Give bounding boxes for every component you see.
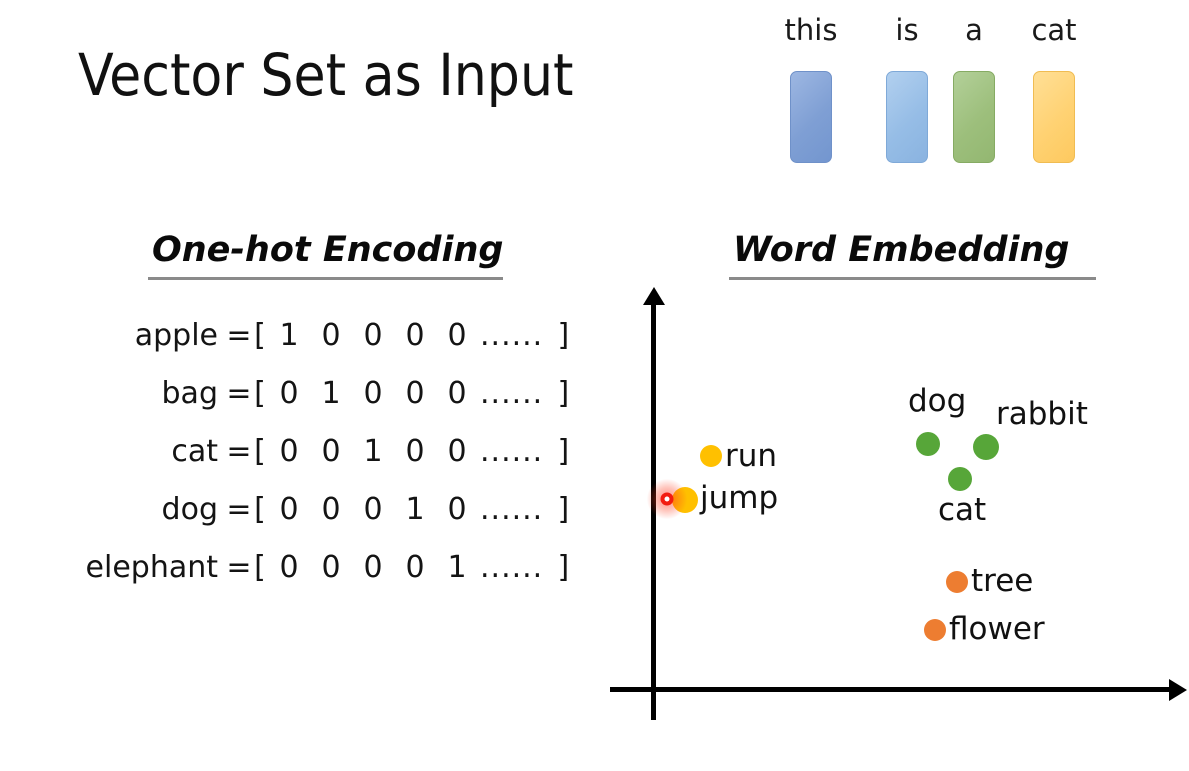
one-hot-digit: 0 (321, 318, 341, 353)
token-this: this (772, 16, 850, 163)
section-heading-word-embedding-text: Word Embedding (733, 230, 1070, 270)
token-bar-this (790, 71, 832, 163)
one-hot-digit: 0 (447, 434, 467, 469)
one-hot-digit: 0 (363, 492, 383, 527)
one-hot-word-label: elephant (85, 550, 218, 585)
ellipsis: ...... (480, 376, 544, 411)
one-hot-digit: 1 (447, 550, 467, 585)
ellipsis: ...... (480, 550, 544, 585)
scatter-label-cat: cat (938, 492, 987, 528)
one-hot-digit: 1 (405, 492, 425, 527)
token-bar-a (953, 71, 995, 163)
one-hot-digit: 0 (405, 550, 425, 585)
one-hot-word-label: apple (134, 318, 218, 353)
one-hot-digit: 0 (405, 434, 425, 469)
bracket-open: [ (254, 492, 266, 527)
one-hot-digit: 0 (405, 318, 425, 353)
one-hot-digit: 1 (321, 376, 341, 411)
scatter-label-jump: jump (700, 480, 779, 516)
equals-sign: = (226, 376, 252, 411)
section-heading-word-embedding-underline (729, 277, 1096, 280)
one-hot-digit: 0 (279, 434, 299, 469)
bracket-open: [ (254, 376, 266, 411)
one-hot-digit: 0 (321, 550, 341, 585)
scatter-label-dog: dog (908, 383, 967, 419)
y-axis-arrow-icon (643, 287, 665, 305)
ellipsis: ...... (480, 434, 544, 469)
scatter-label-tree: tree (971, 563, 1034, 599)
bracket-close: ] (557, 318, 570, 353)
bracket-open: [ (254, 550, 266, 585)
section-heading-word-embedding: Word Embedding (729, 230, 1096, 280)
bracket-open: [ (254, 318, 266, 353)
bracket-close: ] (557, 376, 570, 411)
bracket-open: [ (254, 434, 266, 469)
x-axis-line (610, 687, 1175, 692)
page-title: Vector Set as Input (78, 41, 574, 109)
one-hot-digit: 0 (321, 434, 341, 469)
one-hot-digit: 0 (447, 376, 467, 411)
token-label-is: is (895, 13, 919, 47)
scatter-label-flower: flower (949, 611, 1045, 647)
sentence-token-strip: this is a cat (772, 16, 1102, 176)
equals-sign: = (226, 550, 252, 585)
equals-sign: = (226, 318, 252, 353)
ellipsis: ...... (480, 318, 544, 353)
one-hot-digit: 0 (279, 550, 299, 585)
one-hot-digit: 1 (279, 318, 299, 353)
section-heading-one-hot: One-hot Encoding (148, 230, 504, 280)
section-heading-one-hot-text: One-hot Encoding (152, 230, 504, 270)
one-hot-digit: 0 (279, 376, 299, 411)
one-hot-digit: 0 (321, 492, 341, 527)
scatter-point-run (700, 445, 722, 467)
token-bar-is (886, 71, 928, 163)
bracket-close: ] (557, 434, 570, 469)
scatter-point-tree (946, 571, 968, 593)
one-hot-word-label: cat (171, 434, 218, 469)
ellipsis: ...... (480, 492, 544, 527)
bracket-close: ] (557, 550, 570, 585)
laser-pointer-icon (660, 492, 674, 506)
token-label-a: a (965, 13, 983, 47)
equals-sign: = (226, 492, 252, 527)
one-hot-digit: 0 (363, 550, 383, 585)
scatter-point-rabbit (973, 434, 999, 460)
scatter-point-dog (916, 432, 940, 456)
one-hot-digit: 0 (447, 492, 467, 527)
one-hot-digit: 0 (405, 376, 425, 411)
word-embedding-plot: run jump dog rabbit cat tree flower (600, 287, 1189, 730)
token-bar-cat (1033, 71, 1075, 163)
section-heading-one-hot-underline (148, 277, 503, 280)
one-hot-digit: 0 (279, 492, 299, 527)
one-hot-digit: 0 (447, 318, 467, 353)
one-hot-digit: 0 (363, 376, 383, 411)
equals-sign: = (226, 434, 252, 469)
one-hot-digit: 0 (363, 318, 383, 353)
scatter-point-cat (948, 467, 972, 491)
x-axis-arrow-icon (1169, 679, 1187, 701)
token-label-this: this (784, 13, 838, 47)
bracket-close: ] (557, 492, 570, 527)
one-hot-word-label: dog (161, 492, 218, 527)
token-is: is (868, 16, 946, 163)
scatter-label-rabbit: rabbit (996, 396, 1088, 432)
scatter-label-run: run (725, 438, 778, 474)
token-a: a (935, 16, 1013, 163)
token-cat: cat (1015, 16, 1093, 163)
scatter-point-flower (924, 619, 946, 641)
token-label-cat: cat (1031, 13, 1077, 47)
one-hot-word-label: bag (161, 376, 218, 411)
one-hot-digit: 1 (363, 434, 383, 469)
